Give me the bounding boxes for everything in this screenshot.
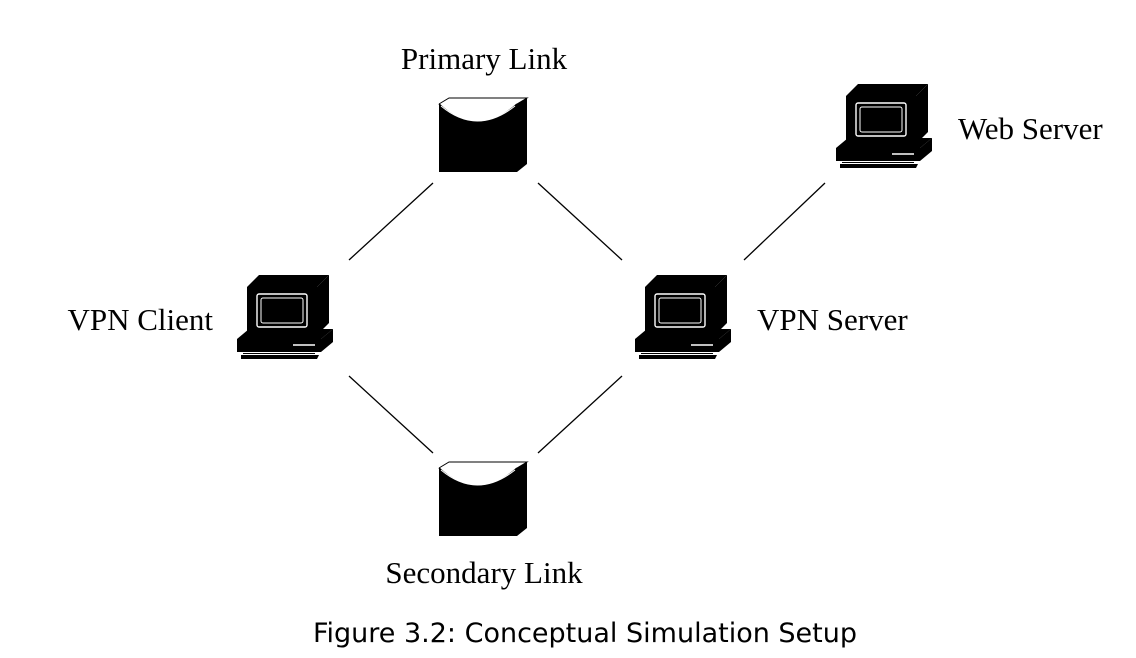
web-server-label: Web Server [958,111,1103,146]
secondary-link-label: Secondary Link [385,555,583,590]
connection-secondary-server [537,375,623,454]
vpn-server-node: VPN Server [634,274,908,360]
computer-icon [634,274,732,360]
vpn-server-label: VPN Server [757,302,908,337]
connections [348,182,826,454]
web-server-node: Web Server [835,83,1103,169]
figure-caption: Figure 3.2: Conceptual Simulation Setup [313,618,857,649]
primary-link-node: Primary Link [401,41,568,173]
connection-server-web [743,182,826,261]
secondary-link-node: Secondary Link [385,461,583,590]
computer-icon [236,274,334,360]
connection-primary-server [537,182,623,261]
network-cloud-icon [438,461,528,537]
vpn-client-label: VPN Client [67,302,213,337]
primary-link-label: Primary Link [401,41,568,76]
connection-client-secondary [348,375,434,454]
network-cloud-icon [438,97,528,173]
vpn-client-node: VPN Client [67,274,334,360]
computer-icon [835,83,933,169]
connection-client-primary [348,182,434,261]
